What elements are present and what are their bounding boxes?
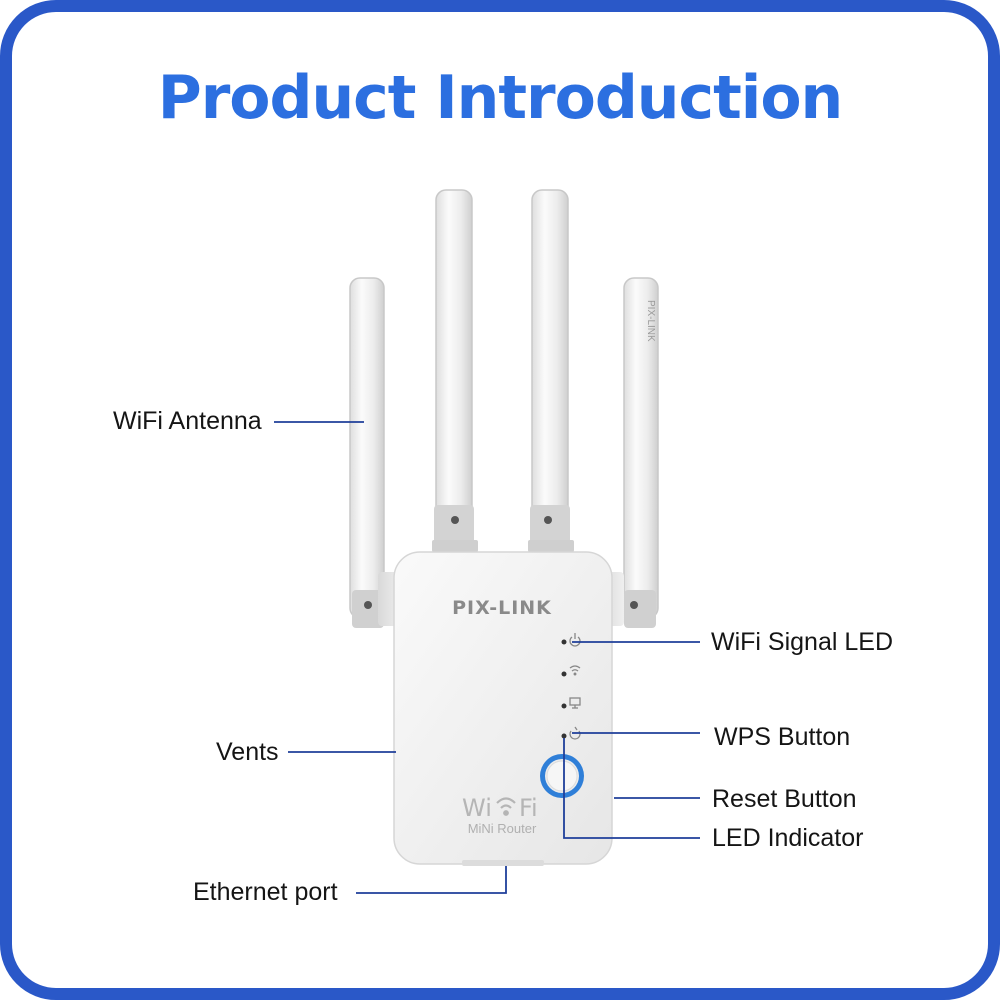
monitor-icon [569, 697, 581, 709]
antenna-2 [432, 189, 478, 552]
svg-text:Fi: Fi [519, 794, 538, 822]
antenna-print: PIX-LINK [645, 300, 656, 342]
router-subtitle: MiNi Router [468, 821, 537, 836]
led-row-lan [561, 697, 581, 709]
led-row-power [561, 633, 581, 647]
leader-led-indicator [563, 738, 700, 839]
power-icon [569, 633, 581, 647]
antenna-3 [528, 189, 574, 552]
antenna-1 [349, 277, 385, 628]
wifi-logo-icon [496, 797, 516, 816]
label-wifi-signal-led: WiFi Signal LED [711, 628, 893, 656]
antenna-4: PIX-LINK [623, 277, 659, 628]
leader-ethernet [356, 866, 507, 894]
label-reset-button: Reset Button [712, 785, 857, 813]
led-row-wifi [561, 665, 581, 677]
label-wifi-antenna: WiFi Antenna [113, 407, 262, 435]
label-led-indicator: LED Indicator [712, 824, 864, 852]
led-row-wps [561, 726, 581, 740]
wifi-logo: Wi Fi [462, 794, 538, 822]
label-vents: Vents [216, 738, 279, 766]
label-ethernet-port: Ethernet port [193, 878, 338, 906]
label-wps-button: WPS Button [714, 723, 851, 751]
ethernet-port[interactable] [462, 860, 544, 866]
leader-lines [274, 421, 700, 894]
svg-text:Wi: Wi [462, 794, 492, 822]
wps-button[interactable] [540, 754, 584, 798]
wifi-icon [569, 665, 581, 676]
brand-label: PIX-LINK [452, 597, 552, 619]
page-title: Product Introduction [157, 63, 844, 133]
